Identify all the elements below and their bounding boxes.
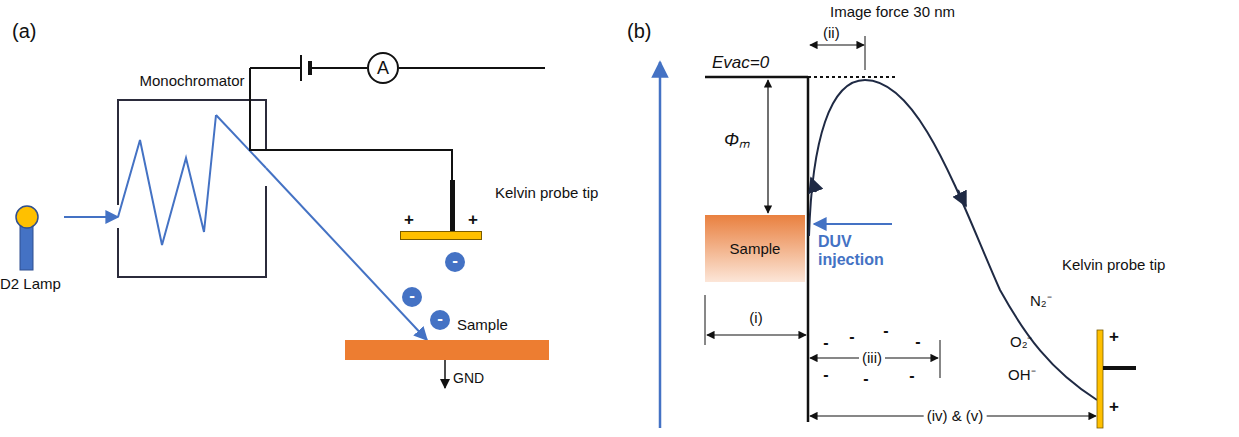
node-text: Kelvin probe tip: [495, 184, 598, 201]
monochromator-housing: [118, 100, 266, 277]
charge-sign: -: [915, 333, 920, 351]
charge-sign: +: [468, 210, 478, 230]
dimension-ii: [810, 44, 864, 45]
tick: [705, 295, 706, 345]
ion-label: OH⁻: [1008, 366, 1036, 383]
battery-plate: [308, 61, 312, 75]
sample-block: Sample: [705, 215, 805, 282]
figure-stroke: [16, 206, 38, 228]
work-function-arrow: [767, 80, 768, 213]
beam-out: [216, 115, 266, 168]
probe-plate: [1097, 330, 1103, 428]
probe-stub: [1103, 366, 1136, 370]
ground-label: GND: [453, 370, 484, 386]
energy-axis: [659, 62, 662, 428]
figure-stroke: [250, 68, 452, 180]
callout-number: (iv) & (v): [924, 407, 987, 424]
d2-lamp-icon: [16, 206, 38, 270]
electron-sign: -: [437, 309, 443, 329]
curve-arrow: [958, 190, 966, 206]
charge-sign: +: [1109, 397, 1119, 417]
figure-stroke: [311, 67, 367, 69]
figure-stroke: [118, 186, 266, 277]
ground-arrow: [444, 360, 446, 388]
monochromator-node: Monochromator: [118, 72, 266, 277]
figure-stroke: [399, 67, 545, 69]
battery-plate: [300, 55, 302, 81]
vacuum-level-dotted: [808, 76, 895, 78]
figure-stroke: [402, 287, 422, 307]
electron-sign: -: [452, 251, 458, 271]
panel-label: (b): [627, 20, 651, 43]
dimension-i: [707, 334, 806, 335]
callout-number: (ii): [823, 24, 840, 41]
node-text: Sample: [730, 240, 781, 257]
electron-sign: -: [409, 286, 415, 306]
vacuum-level: [705, 76, 808, 79]
node-text: Sample: [457, 316, 508, 333]
charge-sign: +: [404, 210, 414, 230]
charge-sign: -: [863, 370, 868, 388]
energy-label: Evac=0: [712, 53, 769, 73]
light-beam: [64, 216, 118, 218]
sample-bar: Sample: [345, 340, 549, 360]
charge-sign: -: [849, 328, 854, 346]
figure-stroke: [430, 310, 450, 330]
dimension-label: Image force 30 nm: [830, 3, 955, 20]
light-beam: [266, 168, 427, 340]
figure-stroke: [118, 100, 266, 205]
ion-label: N₂⁻: [1030, 292, 1052, 309]
injection-label: DUV injection: [818, 233, 898, 270]
figure-stroke: [250, 67, 300, 69]
charge-sign: -: [883, 322, 888, 340]
charge-sign: -: [823, 366, 828, 384]
probe-shaft: [450, 180, 455, 231]
lamp-node: D2 Lamp: [0, 200, 64, 292]
node-text: Kelvin probe tip: [1062, 256, 1170, 273]
probe-tip-label-node: Kelvin probe tip: [1062, 256, 1170, 276]
tick: [940, 340, 941, 378]
ammeter-circle: A: [367, 52, 399, 84]
potential-curve: [809, 80, 1097, 400]
injection-arrow: [814, 223, 892, 225]
tick: [865, 36, 866, 70]
charge-sign: -: [823, 334, 828, 352]
node-text: Monochromator: [139, 72, 244, 89]
node-text: D2 Lamp: [0, 275, 61, 292]
callout-number: (iii): [859, 349, 885, 366]
ion-label: O₂⁻: [1010, 333, 1033, 350]
circuit-wire: [250, 68, 545, 180]
panel-label: (a): [12, 20, 36, 43]
charge-sign: -: [909, 367, 914, 385]
diffracted-beam: [118, 115, 216, 245]
node-text: A: [377, 58, 389, 79]
probe-tip-plate: Kelvin probe tip: [400, 231, 482, 240]
work-function-label: Φₘ: [724, 130, 750, 151]
charge-sign: +: [1109, 327, 1119, 347]
figure-stroke: [20, 226, 33, 270]
curve-arrow: [811, 178, 816, 192]
callout-number: (i): [749, 309, 762, 326]
figure-stroke: [445, 252, 465, 272]
surface-line: [807, 77, 810, 422]
electrons: [402, 252, 465, 330]
